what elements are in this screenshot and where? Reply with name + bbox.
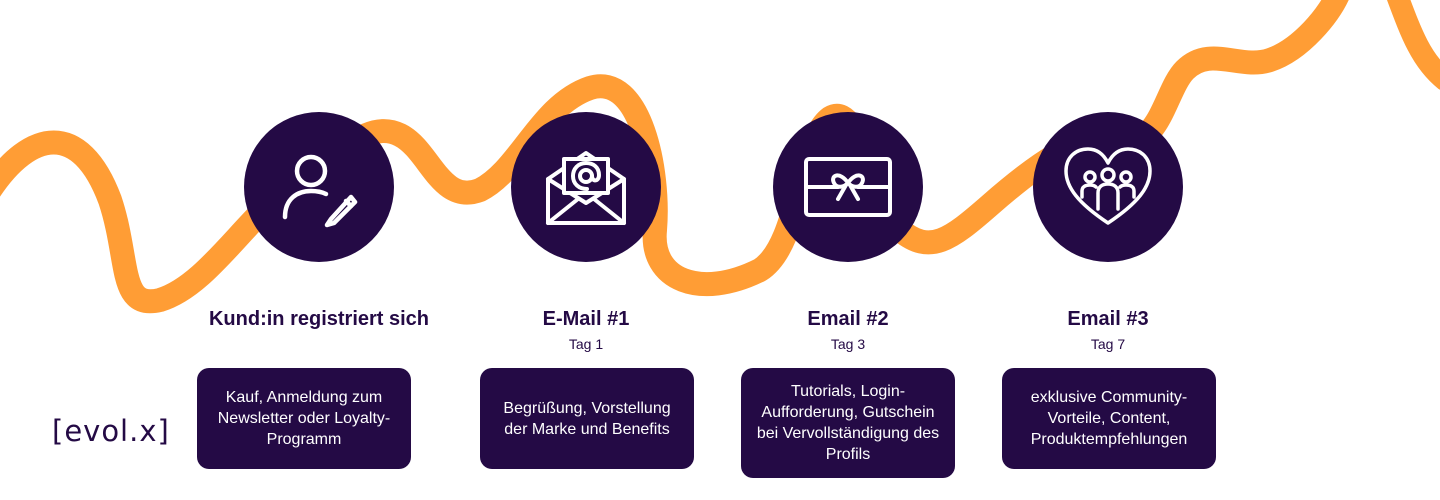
step-card-1: Kauf, Anmeldung zum Newsletter oder Loya… [197,368,411,469]
step-icon-circle-1 [244,112,394,262]
email-envelope-icon [546,151,626,225]
community-heart-icon [1064,147,1152,225]
gift-card-icon [804,157,892,217]
step-card-3: Tutorials, Login-Aufforderung, Gutschein… [741,368,955,478]
step-description-3: Tutorials, Login-Aufforderung, Gutschein… [756,383,940,463]
step-title-3: Email #2 [807,308,889,330]
step-subtitle-2: Tag 1 [568,336,604,352]
step-title-1: Kund:in registriert sich [208,308,430,330]
step-description-1: Kauf, Anmeldung zum Newsletter oder Loya… [217,389,391,448]
step-description-4: exklusive Community-Vorteile, Content, P… [1030,389,1188,448]
step-title-2: E-Mail #1 [542,308,630,330]
step-card-2: Begrüßung, Vorstellung der Marke und Ben… [480,368,694,469]
user-edit-icon [282,154,358,228]
step-card-4: exklusive Community-Vorteile, Content, P… [1002,368,1216,469]
step-description-2: Begrüßung, Vorstellung der Marke und Ben… [503,399,671,438]
step-subtitle-3: Tag 3 [830,336,866,352]
step-subtitle-4: Tag 7 [1090,336,1126,352]
brand-logo: [evol.x] [52,414,170,448]
step-icon-circle-2 [511,112,661,262]
step-title-4: Email #3 [1067,308,1149,330]
step-icon-circle-4 [1033,112,1183,262]
step-icon-circle-3 [773,112,923,262]
